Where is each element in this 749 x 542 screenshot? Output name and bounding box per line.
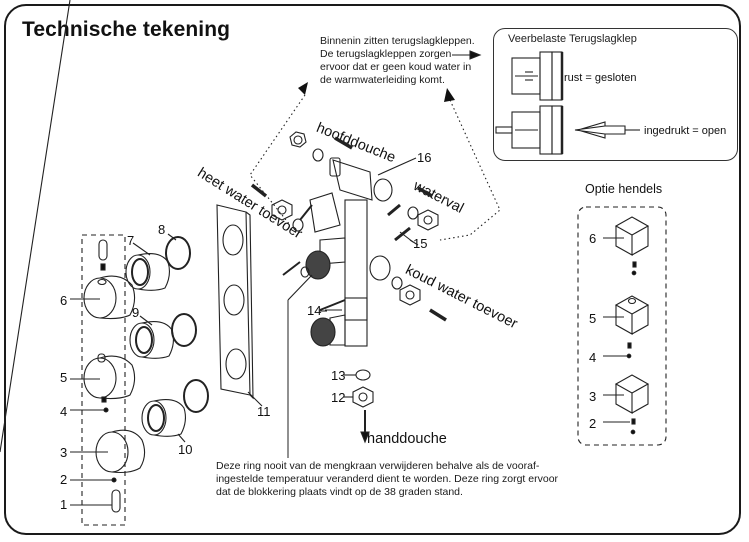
sleeve-9 bbox=[129, 315, 175, 359]
note-line: ingestelde temperatuur veranderd dient t… bbox=[216, 473, 559, 485]
cold-supply-nut bbox=[399, 284, 421, 306]
washer-13 bbox=[355, 369, 371, 381]
hot-supply-nut bbox=[271, 199, 293, 221]
screw-2 bbox=[111, 477, 117, 483]
arrow-head-right-icon bbox=[444, 88, 455, 102]
handle-3 bbox=[0, 0, 146, 474]
part-number-1: 1 bbox=[60, 497, 68, 512]
sleeve-7 bbox=[125, 242, 171, 291]
part-number-14: 14 bbox=[307, 303, 322, 318]
valve-detail-title: Veerbelaste Terugslagklep bbox=[508, 33, 637, 45]
option-number-3: 3 bbox=[589, 389, 597, 404]
valve-rest-label: rust = gesloten bbox=[564, 72, 637, 84]
part-number-15: 15 bbox=[413, 236, 428, 251]
part-number-13: 13 bbox=[331, 368, 346, 383]
part-number-11: 11 bbox=[257, 404, 271, 419]
grub-screw bbox=[100, 263, 106, 271]
part-number-10: 10 bbox=[178, 442, 193, 457]
option-number-5: 5 bbox=[589, 311, 597, 326]
valve-closed-drawing bbox=[511, 51, 564, 101]
part-number-4: 4 bbox=[60, 404, 68, 419]
o-ring-lower bbox=[183, 379, 209, 413]
hand-shower-nut-12 bbox=[352, 386, 374, 408]
note-line: De terugslagkleppen zorgen bbox=[320, 48, 452, 60]
screw-4 bbox=[103, 407, 109, 413]
dotted-arrow-right bbox=[439, 99, 501, 241]
arrow-head-left-icon bbox=[298, 82, 308, 95]
hand-shower-label: handdouche bbox=[367, 431, 447, 447]
note-line: de warmwaterleiding komt. bbox=[320, 74, 445, 86]
option-handle-6-cube bbox=[603, 216, 650, 256]
page-title: Technische tekening bbox=[22, 18, 231, 41]
part-number-6: 6 bbox=[60, 293, 68, 308]
option-number-4: 4 bbox=[589, 350, 597, 365]
part-number-8: 8 bbox=[158, 222, 166, 237]
valve-open-drawing bbox=[495, 105, 640, 155]
option-number-2: 2 bbox=[589, 416, 597, 431]
option-number-6: 6 bbox=[589, 231, 597, 246]
drawing-frame bbox=[4, 4, 741, 535]
part-number-2: 2 bbox=[60, 472, 68, 487]
valve-pressed-label: ingedrukt = open bbox=[644, 125, 727, 137]
note-line: ervoor dat er geen koud water in bbox=[320, 61, 472, 73]
part-number-7: 7 bbox=[127, 233, 135, 248]
part-number-5: 5 bbox=[60, 370, 68, 385]
handles-dashed-box bbox=[81, 234, 126, 526]
main-shower-arrow bbox=[334, 136, 353, 150]
option-handle-5-cube bbox=[603, 295, 650, 335]
option-handle-3-cube bbox=[603, 374, 650, 414]
cold-supply-arrow bbox=[429, 308, 447, 322]
check-valve-detail-box: Veerbelaste Terugslagklep rust = geslote… bbox=[493, 28, 738, 161]
hot-supply-arrow bbox=[250, 183, 268, 198]
pin-1 bbox=[111, 489, 121, 513]
note-line: dat de blokkering plaats vindt op de 38 … bbox=[216, 486, 463, 498]
pin-top bbox=[98, 239, 108, 261]
part-number-12: 12 bbox=[331, 390, 346, 405]
options-title: Optie hendels bbox=[585, 182, 663, 196]
hex-nut bbox=[289, 131, 307, 148]
handle-6 bbox=[70, 275, 136, 320]
part-number-3: 3 bbox=[60, 445, 68, 460]
sleeve-10 bbox=[141, 399, 187, 443]
o-ring-8 bbox=[165, 236, 191, 270]
note-line: Deze ring nooit van de mengkraan verwijd… bbox=[216, 460, 540, 472]
ring-note: Deze ring nooit van de mengkraan verwijd… bbox=[216, 460, 558, 499]
mixer-valve-body bbox=[271, 131, 439, 458]
o-ring-center bbox=[171, 313, 197, 347]
note-arrow-head-icon bbox=[469, 50, 482, 60]
cover-plate-11 bbox=[216, 204, 263, 407]
push-arrow-icon bbox=[574, 121, 626, 139]
check-valve-note: Binnenin zitten terugslagkleppen. De ter… bbox=[320, 35, 475, 87]
part-number-9: 9 bbox=[132, 305, 140, 320]
options-dashed-box bbox=[577, 206, 667, 446]
dotted-arrow-left bbox=[249, 94, 306, 226]
waterfall-arrow bbox=[417, 186, 433, 198]
part-number-16: 16 bbox=[417, 150, 432, 165]
note-line: Binnenin zitten terugslagkleppen. bbox=[320, 35, 475, 47]
handle-5 bbox=[70, 353, 136, 400]
waterfall-nut bbox=[417, 209, 439, 231]
